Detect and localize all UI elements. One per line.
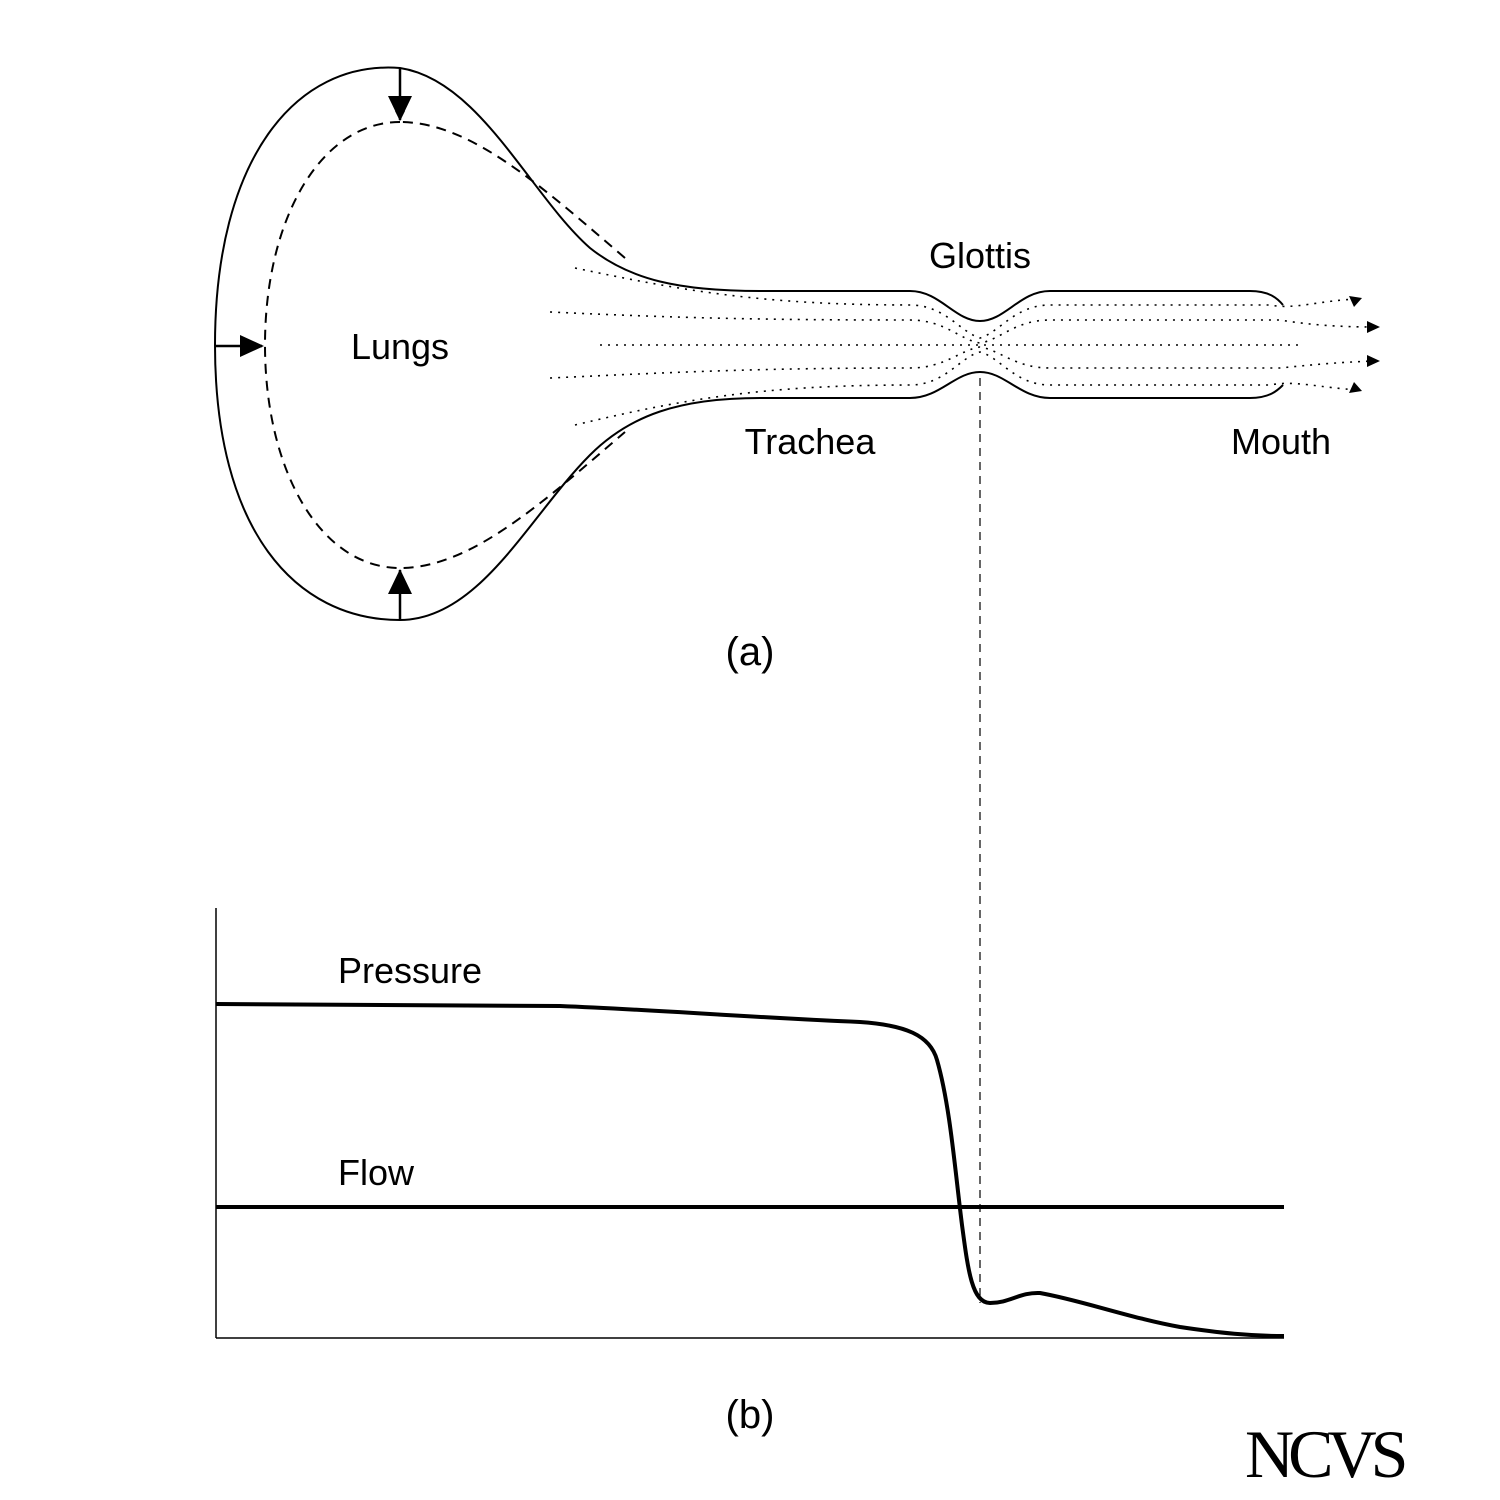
bottom-arrowhead xyxy=(388,569,412,594)
left-arrowhead xyxy=(240,335,264,357)
pressure-flow-graph: Pressure Flow (b) xyxy=(215,908,1285,1437)
flow-label: Flow xyxy=(338,1152,415,1193)
airflow-streamlines xyxy=(549,267,1378,426)
top-arrowhead xyxy=(388,96,412,121)
contracted-lung-outline xyxy=(263,121,626,570)
ncvs-logo: NCVS xyxy=(1245,1416,1405,1492)
caption-b: (b) xyxy=(726,1393,775,1437)
trachea-upper-wall xyxy=(909,290,1284,323)
mouth-label: Mouth xyxy=(1231,421,1331,462)
airway-diagram: Lungs Glottis Trachea Mouth (a) xyxy=(213,66,1380,674)
pressure-curve xyxy=(215,1002,1285,1338)
lungs-label: Lungs xyxy=(351,326,449,367)
caption-a: (a) xyxy=(726,630,775,674)
lung-trachea-outline xyxy=(213,66,1284,622)
outflow-arrow-icons xyxy=(1349,296,1380,393)
trachea-label: Trachea xyxy=(745,421,877,462)
pressure-label: Pressure xyxy=(338,950,482,991)
glottis-label: Glottis xyxy=(929,235,1031,276)
